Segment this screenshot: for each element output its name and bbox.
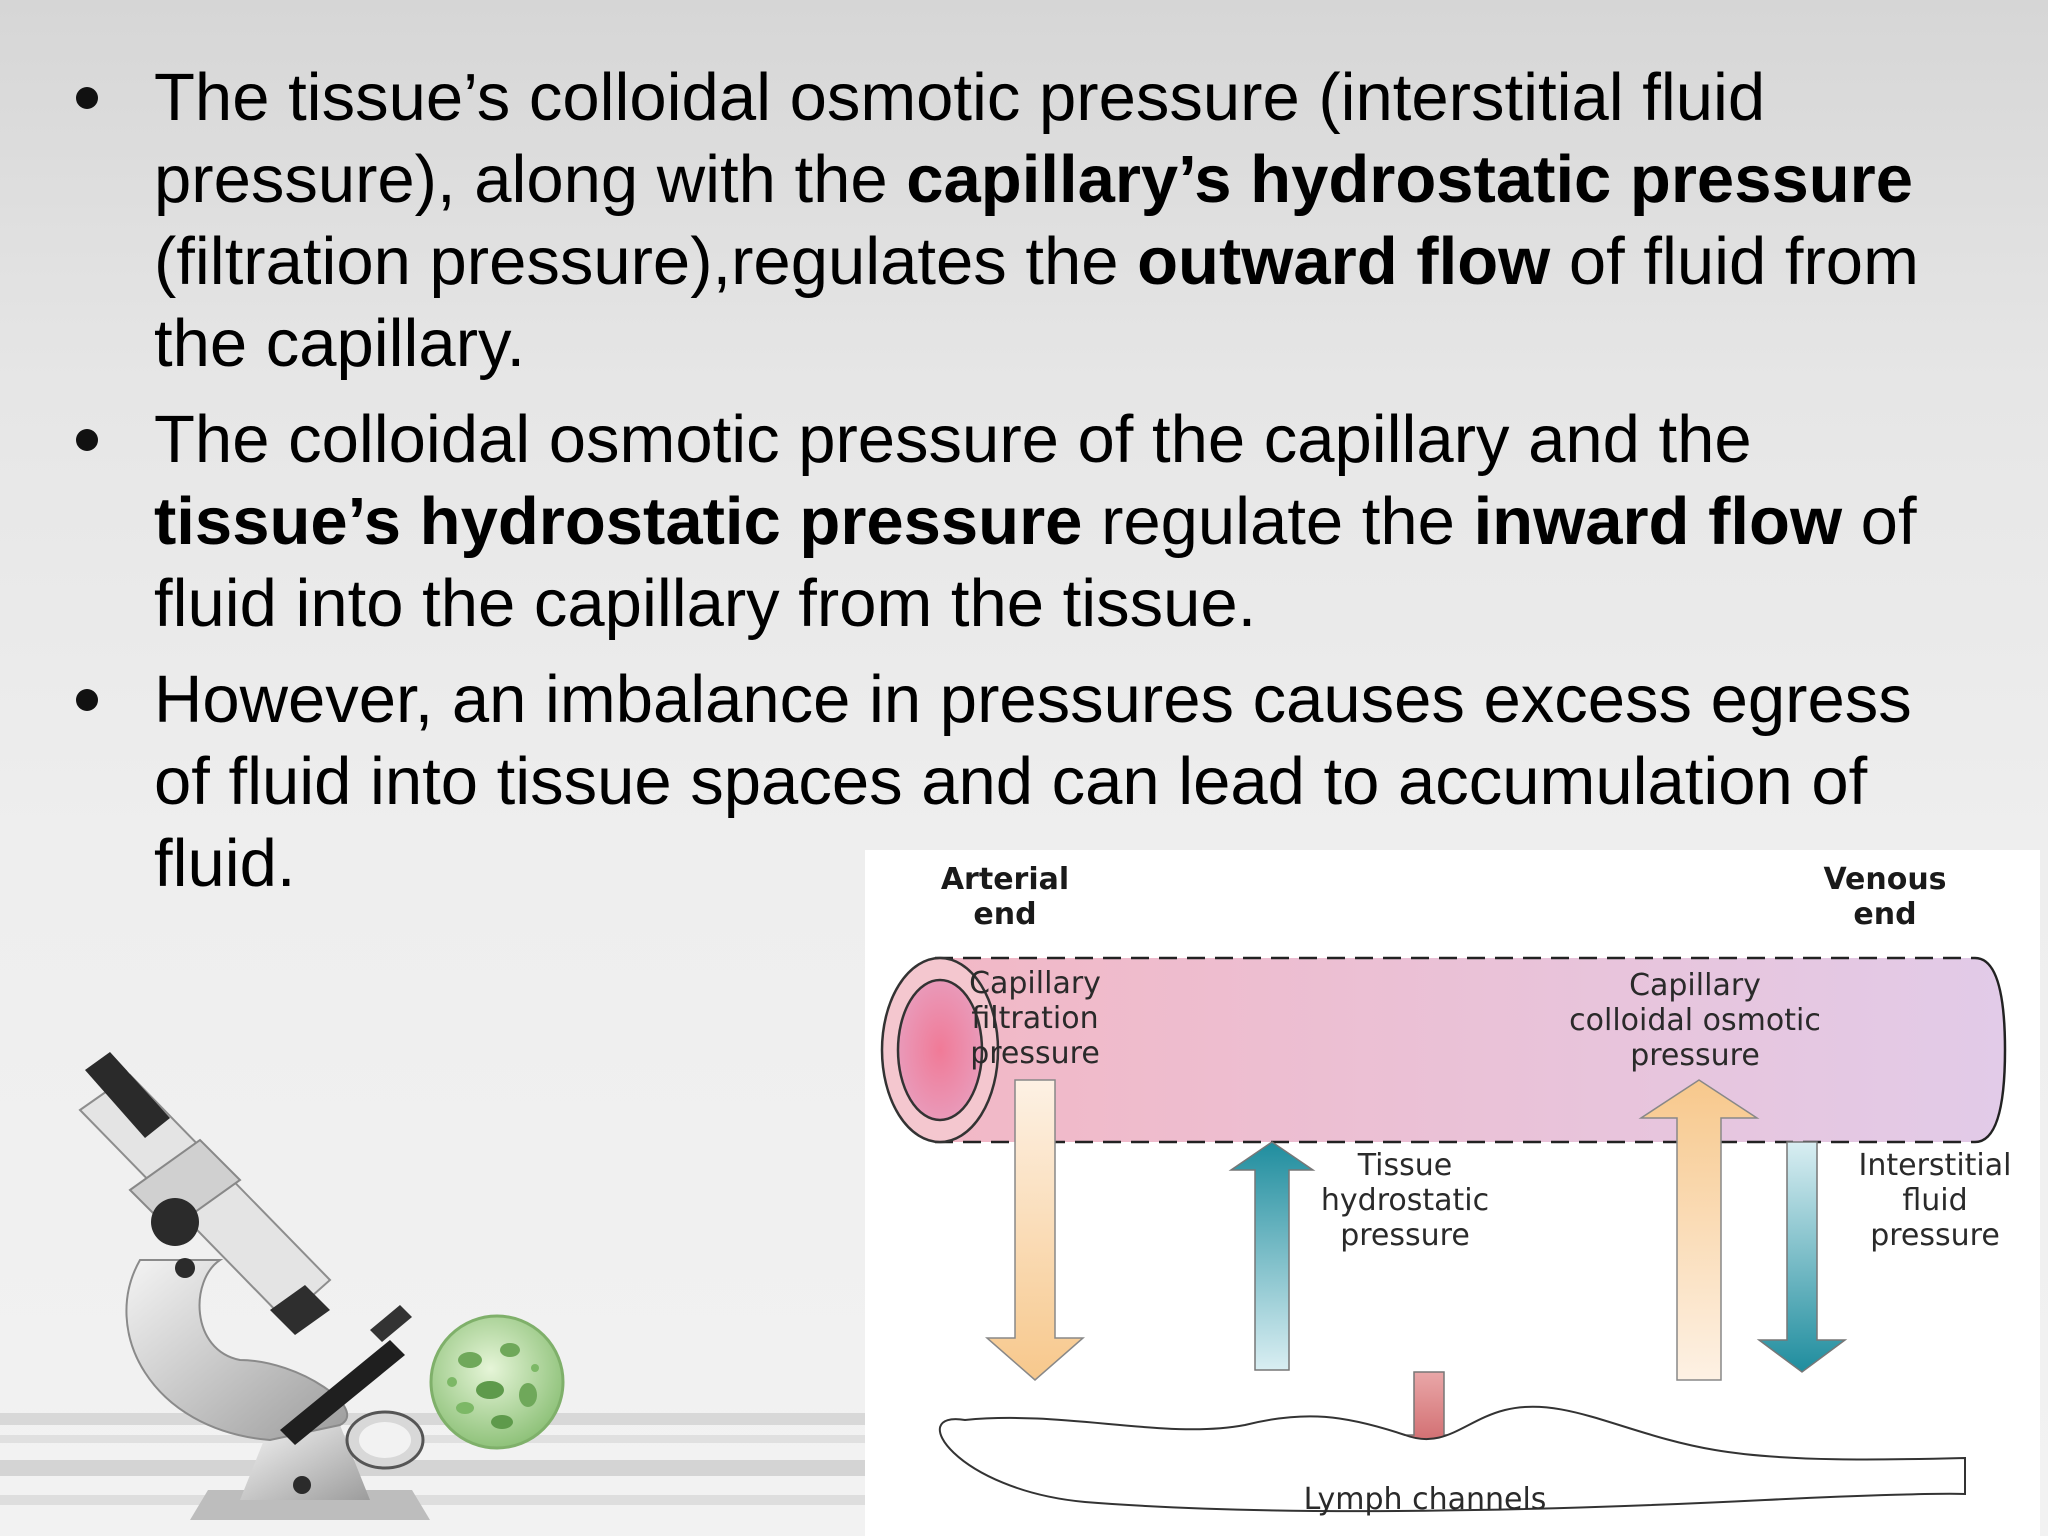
tissue-hydrostatic-arrow — [1228, 1141, 1316, 1371]
bullet-line: The tissue’s colloidal osmotic pressure … — [154, 57, 1765, 139]
tissue-hydrostatic-label: Tissue hydrostatic pressure — [1305, 1148, 1505, 1253]
text-run: The colloidal osmotic pressure of the ca… — [154, 402, 1752, 477]
text-run: fluid. — [154, 826, 296, 901]
filtration-arrow — [985, 1079, 1085, 1381]
label-line: filtration — [971, 1001, 1099, 1036]
bullet-line: tissue’s hydrostatic pressure regulate t… — [154, 481, 1917, 563]
bold-text-run: inward flow — [1473, 484, 1843, 559]
label-line: end — [973, 897, 1037, 932]
arterial-end-label: Arterial end — [925, 862, 1085, 932]
text-run: of — [1842, 484, 1917, 559]
label-line: end — [1853, 897, 1917, 932]
label-line: colloidal osmotic — [1569, 1003, 1821, 1038]
capillary-filtration-label: Capillary filtration pressure — [930, 966, 1140, 1071]
text-run: the capillary. — [154, 306, 526, 381]
microscope-illustration — [78, 1052, 565, 1520]
bold-text-run: outward flow — [1137, 224, 1551, 299]
bold-text-run: capillary’s hydrostatic pressure — [906, 142, 1913, 217]
bullet-dot — [76, 429, 98, 451]
text-run: of fluid into tissue spaces and can lead… — [154, 744, 1868, 819]
text-run: of fluid from — [1550, 224, 1919, 299]
venous-end-label: Venous end — [1800, 862, 1970, 932]
label-line: Tissue — [1357, 1148, 1453, 1183]
bullet-line: of fluid into tissue spaces and can lead… — [154, 741, 1867, 823]
bullet-dot — [76, 87, 98, 109]
colloidal-osmotic-arrow — [1638, 1079, 1760, 1381]
text-run: The tissue’s colloidal osmotic pressure … — [154, 60, 1766, 135]
label-line: Venous — [1823, 862, 1947, 897]
bullet-line: However, an imbalance in pressures cause… — [154, 659, 1912, 741]
bold-text-run: tissue’s hydrostatic pressure — [154, 484, 1083, 559]
lymph-channel — [938, 1405, 1966, 1513]
bullet-line: (filtration pressure),regulates the outw… — [154, 221, 1919, 303]
interstitial-fluid-arrow — [1756, 1141, 1848, 1373]
text-run: regulate the — [1082, 484, 1474, 559]
text-run: (filtration pressure),regulates the — [154, 224, 1138, 299]
label-line: Capillary — [1629, 968, 1761, 1003]
label-line: hydrostatic — [1320, 1183, 1490, 1218]
interstitial-fluid-label: Interstitial fluid pressure — [1835, 1148, 2035, 1253]
text-run: fluid into the capillary from the tissue… — [154, 566, 1257, 641]
bullet-dot — [76, 689, 98, 711]
text-run: pressure), along with the — [154, 142, 907, 217]
diagram-graphics — [880, 956, 2007, 1513]
capillary-colloidal-label: Capillary colloidal osmotic pressure — [1545, 968, 1845, 1073]
label-line: pressure — [1870, 1218, 2000, 1253]
bullet-line: The colloidal osmotic pressure of the ca… — [154, 399, 1752, 481]
label-line: Capillary — [969, 966, 1101, 1001]
capillary-tube — [935, 958, 2005, 1142]
label-line: fluid — [1902, 1183, 1968, 1218]
bullet-line: the capillary. — [154, 303, 525, 385]
label-line: pressure — [1340, 1218, 1470, 1253]
label-line: Interstitial — [1858, 1148, 2012, 1183]
label-line: pressure — [1630, 1038, 1760, 1073]
capillary-pressure-diagram: Arterial end Venous end Capillary filtra… — [865, 850, 2040, 1536]
label-line: Arterial — [940, 862, 1070, 897]
bullet-line: fluid into the capillary from the tissue… — [154, 563, 1256, 645]
bullet-line: fluid. — [154, 823, 296, 905]
text-run: However, an imbalance in pressures cause… — [154, 662, 1912, 737]
bullet-line: pressure), along with the capillary’s hy… — [154, 139, 1913, 221]
lymph-channels-label: Lymph channels — [1303, 1482, 1547, 1517]
label-line: pressure — [970, 1036, 1100, 1071]
